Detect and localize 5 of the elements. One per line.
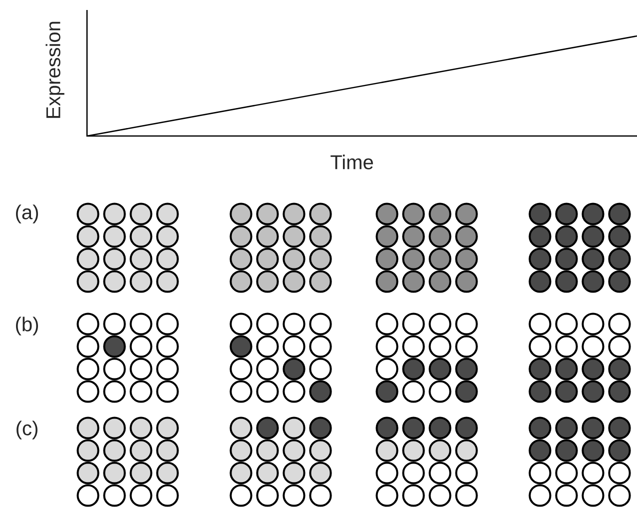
axis-label: Expression: [46, 22, 64, 118]
axis-label: Time: [330, 154, 373, 170]
row-label: (a): [16, 204, 38, 224]
row-label: (c): [16, 420, 38, 440]
row-label: (b): [16, 316, 38, 336]
